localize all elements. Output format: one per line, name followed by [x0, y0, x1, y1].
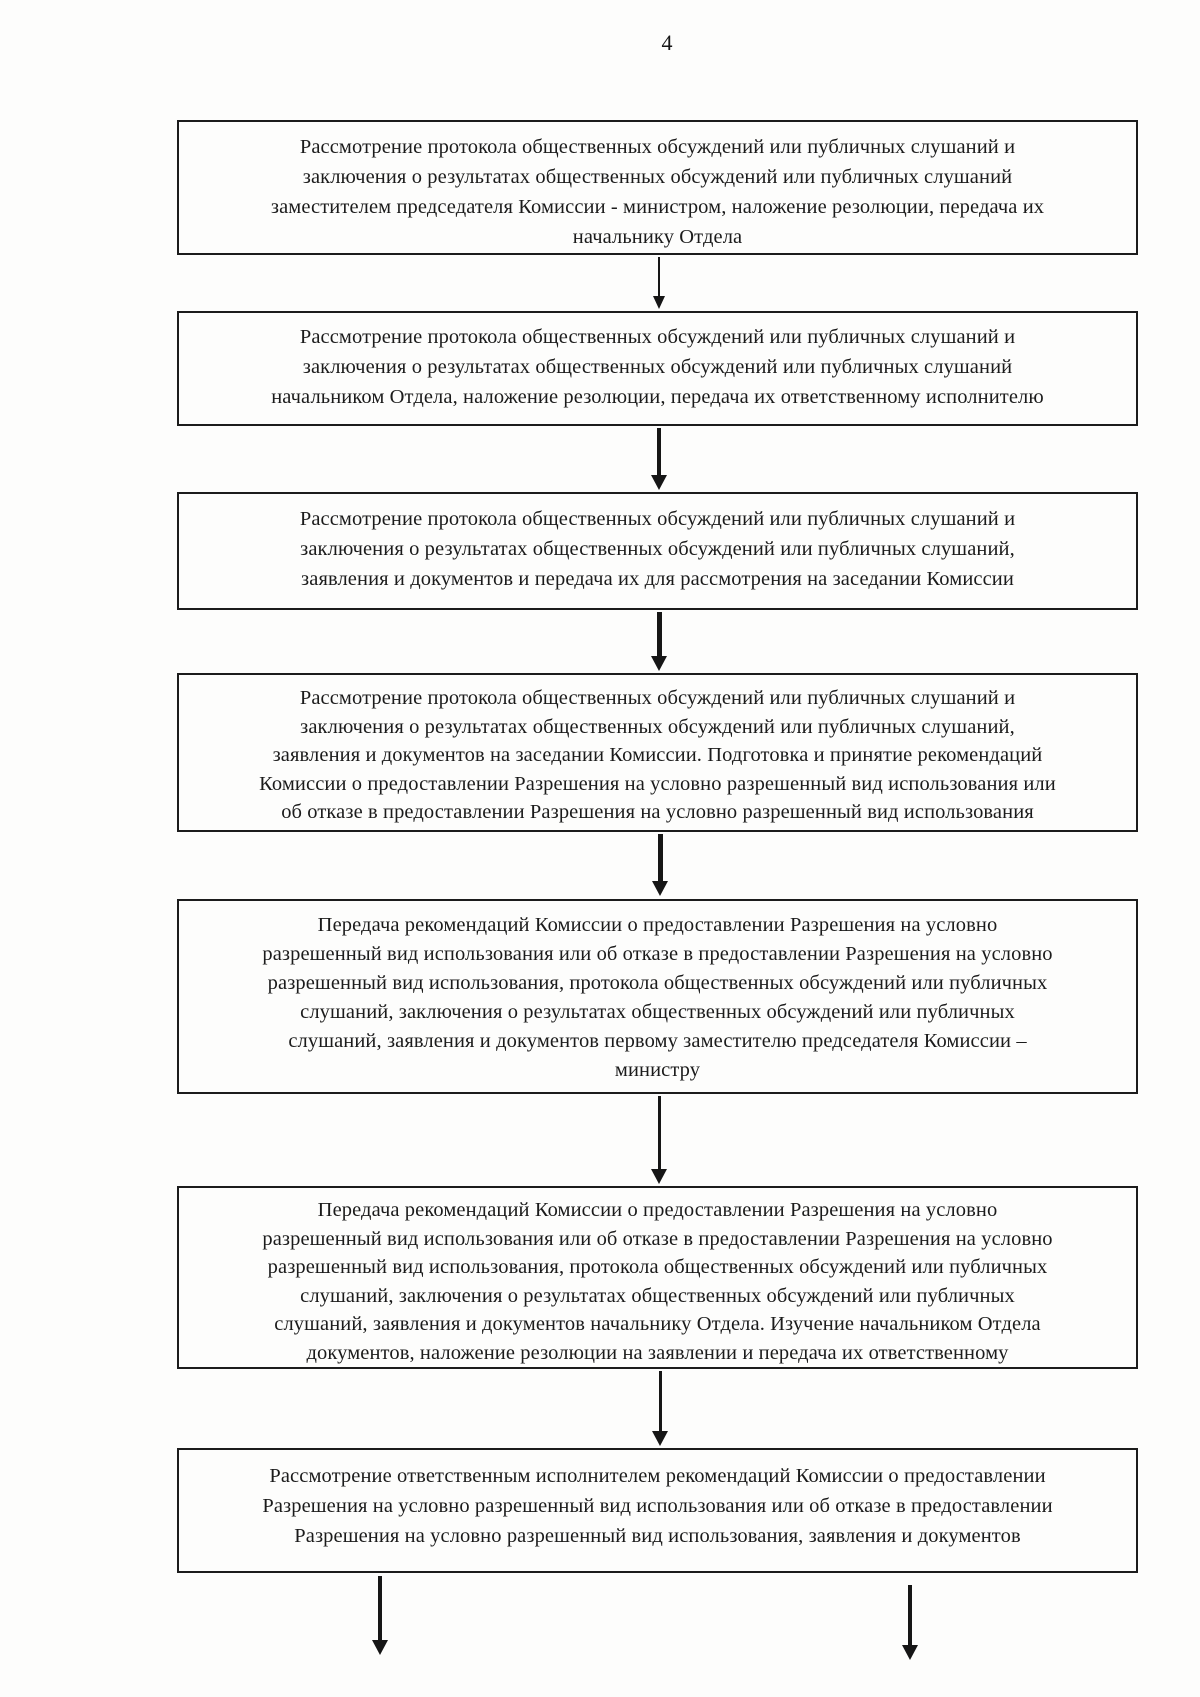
down-arrow-icon	[650, 428, 668, 490]
arrow-shaft	[657, 1096, 661, 1169]
flow-step-line: Рассмотрение протокола общественных обсу…	[299, 687, 1016, 709]
arrow-shaft	[658, 1371, 662, 1431]
flow-step-7: Рассмотрение ответственным исполнителем …	[177, 1448, 1138, 1573]
flow-step-line: слушаний, заявления и документов начальн…	[274, 1313, 1041, 1335]
down-arrow-icon	[650, 257, 668, 309]
flow-step-2: Рассмотрение протокола общественных обсу…	[177, 311, 1138, 426]
flow-step-line: начальником Отдела, наложение резолюции,…	[271, 386, 1044, 408]
arrow-head	[651, 1169, 667, 1184]
flow-step-line: Разрешения на условно разрешенный вид ис…	[294, 1525, 1021, 1547]
arrow-shaft	[378, 1576, 382, 1640]
flow-step-4: Рассмотрение протокола общественных обсу…	[177, 673, 1138, 832]
page-number: 4	[661, 30, 673, 55]
arrow-shaft	[657, 834, 663, 881]
flow-step-line: заключения о результатах общественных об…	[302, 166, 1013, 188]
arrow-head	[653, 296, 665, 309]
flow-step-line: начальнику Отдела	[572, 226, 743, 248]
flow-step-line: министру	[614, 1059, 701, 1081]
down-arrow-icon	[651, 834, 669, 896]
flow-step-5: Передача рекомендаций Комиссии о предост…	[177, 899, 1138, 1094]
arrow-shaft	[658, 257, 660, 296]
arrow-head	[652, 1431, 668, 1446]
arrow-head	[651, 475, 667, 490]
branch-arrow-right-icon	[901, 1585, 919, 1660]
flow-step-line: Рассмотрение протокола общественных обсу…	[299, 136, 1016, 158]
down-arrow-icon	[650, 612, 668, 671]
flow-step-line: заключения о результатах общественных об…	[300, 538, 1015, 560]
arrow-head	[651, 656, 667, 671]
flow-step-1: Рассмотрение протокола общественных обсу…	[177, 120, 1138, 255]
flow-step-line: Передача рекомендаций Комиссии о предост…	[317, 1199, 998, 1221]
flow-step-line: Комиссии о предоставлении Разрешения на …	[259, 772, 1056, 795]
flow-step-line: Рассмотрение ответственным исполнителем …	[269, 1465, 1046, 1487]
flow-step-line: заключения о результатах общественных об…	[302, 356, 1013, 378]
arrow-head	[372, 1640, 388, 1655]
flow-step-line: разрешенный вид использования, протокола…	[267, 972, 1048, 994]
flow-step-line: Разрешения на условно разрешенный вид ис…	[262, 1495, 1053, 1517]
down-arrow-icon	[650, 1096, 668, 1184]
flow-step-line: слушаний, заключения о результатах общес…	[300, 1284, 1015, 1307]
flow-step-line: заключения о результатах общественных об…	[300, 715, 1015, 738]
arrow-shaft	[908, 1585, 912, 1645]
flow-step-line: разрешенный вид использования, протокола…	[267, 1256, 1048, 1278]
flow-step-line: заявления и документов на заседании Коми…	[272, 744, 1043, 766]
flow-step-line: заместителем председателя Комиссии - мин…	[270, 196, 1045, 218]
flow-step-line: заявления и документов и передача их для…	[301, 568, 1014, 590]
flow-step-line: об отказе в предоставлении Разрешения на…	[281, 801, 1034, 823]
branch-arrow-left-icon	[371, 1576, 389, 1655]
flow-step-line: документов, наложение резолюции на заявл…	[306, 1341, 1009, 1364]
flow-step-line: слушаний, заявления и документов первому…	[288, 1030, 1027, 1052]
arrow-head	[652, 881, 668, 896]
arrow-head	[902, 1645, 918, 1660]
flow-step-line: Рассмотрение протокола общественных обсу…	[299, 326, 1016, 348]
arrow-shaft	[656, 612, 662, 656]
arrow-shaft	[657, 428, 661, 475]
flow-step-line: Рассмотрение протокола общественных обсу…	[299, 508, 1016, 530]
flow-step-6: Передача рекомендаций Комиссии о предост…	[177, 1186, 1138, 1369]
down-arrow-icon	[651, 1371, 669, 1446]
flow-step-line: разрешенный вид использования или об отк…	[262, 1227, 1053, 1250]
flow-step-line: разрешенный вид использования или об отк…	[262, 943, 1053, 965]
flow-step-3: Рассмотрение протокола общественных обсу…	[177, 492, 1138, 610]
flow-step-line: слушаний, заключения о результатах общес…	[300, 1001, 1015, 1023]
flow-step-line: Передача рекомендаций Комиссии о предост…	[317, 914, 998, 936]
